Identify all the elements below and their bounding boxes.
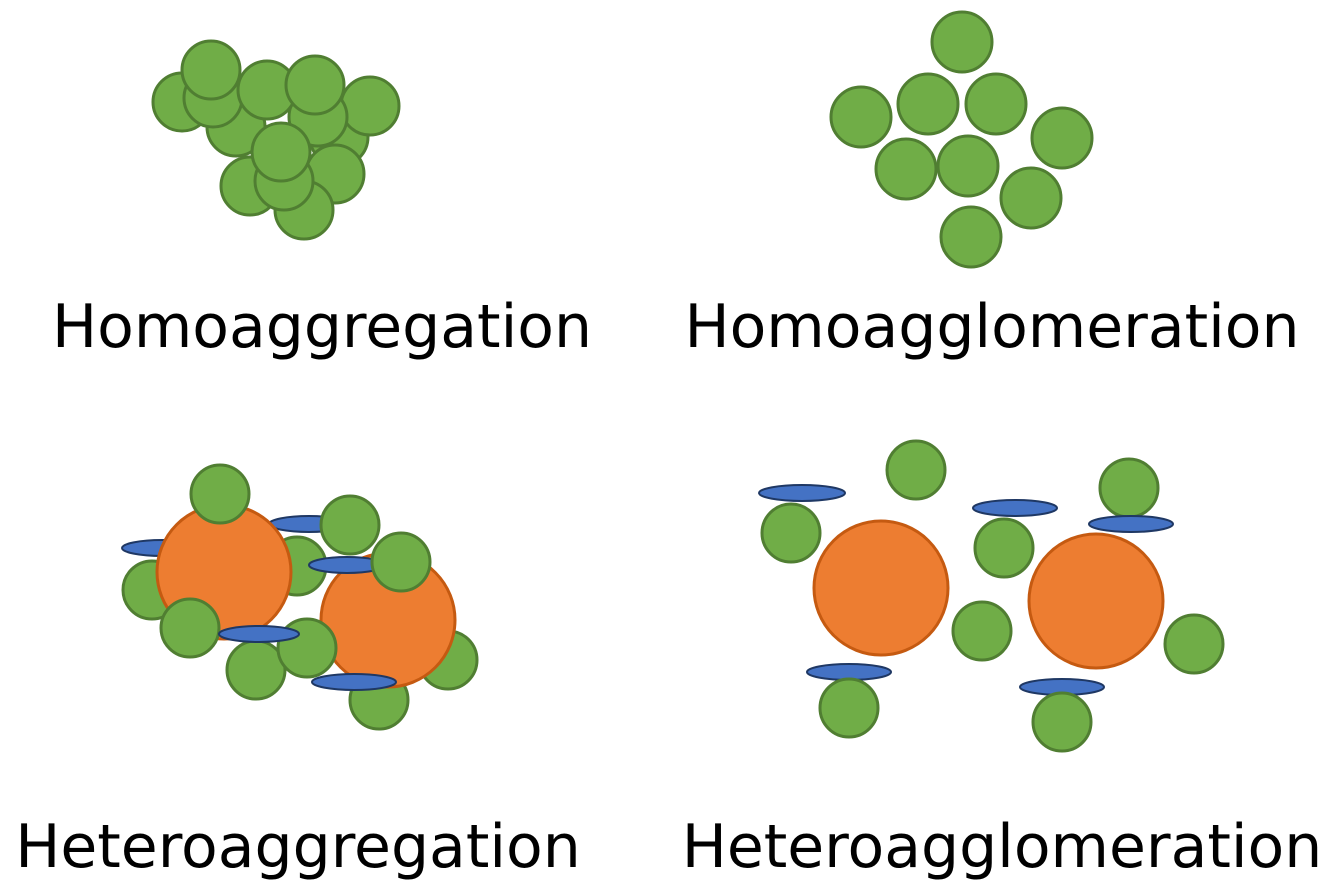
small-particle xyxy=(951,600,1013,662)
homoagglomeration-cluster xyxy=(829,10,1094,269)
panel-homoagglomeration: Homoagglomeration xyxy=(684,10,1300,362)
small-particle xyxy=(180,39,242,101)
small-particle xyxy=(999,166,1063,230)
small-particle xyxy=(370,531,432,593)
small-particle xyxy=(339,75,401,137)
small-particle xyxy=(930,10,994,74)
heteroagglomeration-cluster xyxy=(758,439,1225,753)
small-particle xyxy=(1098,457,1160,519)
small-particle xyxy=(818,677,880,739)
small-particle xyxy=(1031,691,1093,753)
panel-label: Heteroagglomeration xyxy=(682,812,1323,882)
panel-label: Heteroaggregation xyxy=(15,812,581,882)
panel-homoaggregation: Homoaggregation xyxy=(52,39,592,362)
small-particle xyxy=(760,502,822,564)
small-particle xyxy=(284,54,346,116)
small-particle xyxy=(1030,106,1094,170)
platelet xyxy=(311,673,397,691)
small-particle xyxy=(159,597,221,659)
large-particle xyxy=(1027,532,1165,670)
small-particle xyxy=(973,517,1035,579)
small-particle xyxy=(319,494,381,556)
panel-label: Homoagglomeration xyxy=(684,292,1299,362)
small-particle xyxy=(829,85,893,149)
panel-label: Homoaggregation xyxy=(52,292,592,362)
small-particle xyxy=(936,134,1000,198)
platelet xyxy=(972,499,1058,517)
platelet xyxy=(1088,515,1174,533)
platelet xyxy=(758,484,846,502)
small-particle xyxy=(964,72,1028,136)
panel-heteroagglomeration: Heteroagglomeration xyxy=(682,439,1323,882)
small-particle xyxy=(1163,613,1225,675)
homoaggregation-cluster xyxy=(151,39,401,241)
large-particle xyxy=(812,519,950,657)
small-particle xyxy=(189,463,251,525)
panel-heteroaggregation: Heteroaggregation xyxy=(15,463,581,882)
small-particle xyxy=(874,137,938,201)
small-particle xyxy=(939,205,1003,269)
small-particle xyxy=(896,72,960,136)
small-particle xyxy=(225,639,287,701)
small-particle xyxy=(885,439,947,501)
heteroaggregation-cluster xyxy=(121,463,479,731)
platelet xyxy=(218,625,300,643)
small-particle xyxy=(250,121,312,183)
